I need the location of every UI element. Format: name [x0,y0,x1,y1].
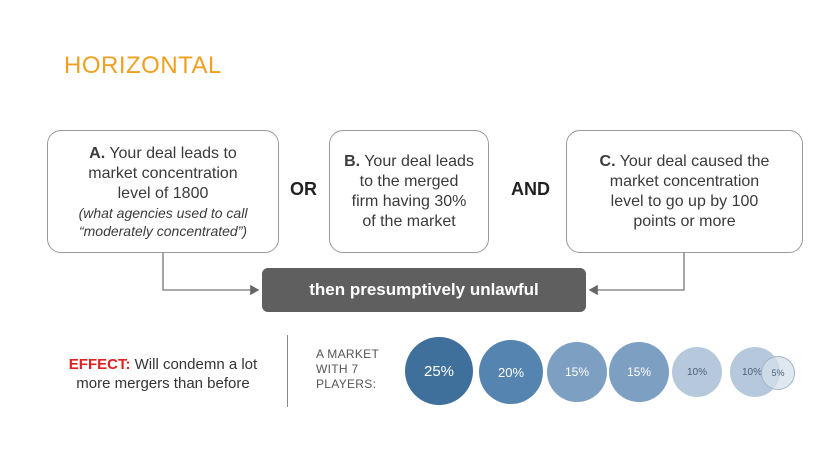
arrow-from-a [162,253,260,296]
condition-c-line4: points or more [633,212,736,230]
market-share-label: 10% [742,366,763,378]
and-connector: AND [511,179,550,199]
condition-c-box: C. Your deal caused the market concentra… [566,130,803,253]
effect-text: EFFECT: Will condemn a lot more mergers … [54,355,272,393]
market-share-label: 15% [626,365,652,379]
condition-c-line2: market concentration [609,172,760,190]
market-share-circle-1: 25% [405,337,473,405]
market-share-label: 10% [686,366,707,378]
condition-a-line2: market concentration [88,164,238,182]
page-title: HORIZONTAL [64,52,222,79]
condition-b-letter: B. [344,152,361,170]
condition-c-letter: C. [599,152,616,170]
effect-text-line1: Will condemn a lot [134,356,258,373]
condition-b-line3: firm having 30% [351,192,467,210]
market-share-circle-7: 5% [761,356,795,390]
or-connector: OR [290,179,317,199]
effect-text-line2: more mergers than before [76,375,250,392]
market-share-circle-4: 15% [609,342,669,402]
condition-b-line4: of the market [362,212,456,230]
condition-c-line1: Your deal caused the [619,152,770,170]
market-share-circle-5: 10% [672,347,722,397]
condition-a-note1: (what agencies used to call [78,204,248,221]
arrow-from-c [588,253,685,296]
market-share-label: 25% [423,362,455,380]
condition-a-line1: Your deal leads to [109,144,237,162]
condition-b-line1: Your deal leads [364,152,474,170]
condition-b-box: B. Your deal leads to the merged firm ha… [329,130,489,253]
condition-a-note2: “moderately concentrated”) [78,222,248,239]
result-banner: then presumptively unlawful [262,268,586,312]
market-label-line3: PLAYERS: [316,377,377,391]
market-share-label: 20% [497,364,525,380]
market-share-circle-2: 20% [479,340,543,404]
condition-a-line3: level of 1800 [117,184,209,202]
market-share-circle-3: 15% [547,342,607,402]
condition-b-line2: to the merged [359,172,459,190]
condition-a-letter: A. [89,144,106,162]
market-share-label: 15% [564,365,590,379]
market-label-line2: WITH 7 [316,362,359,376]
market-label: A MARKET WITH 7 PLAYERS: [316,347,396,392]
condition-c-line3: level to go up by 100 [610,192,759,210]
effect-label: EFFECT: [68,356,131,373]
condition-a-box: A. Your deal leads to market concentrati… [47,130,279,253]
market-share-label: 5% [771,368,785,378]
market-label-line1: A MARKET [316,347,380,361]
divider [287,335,288,407]
